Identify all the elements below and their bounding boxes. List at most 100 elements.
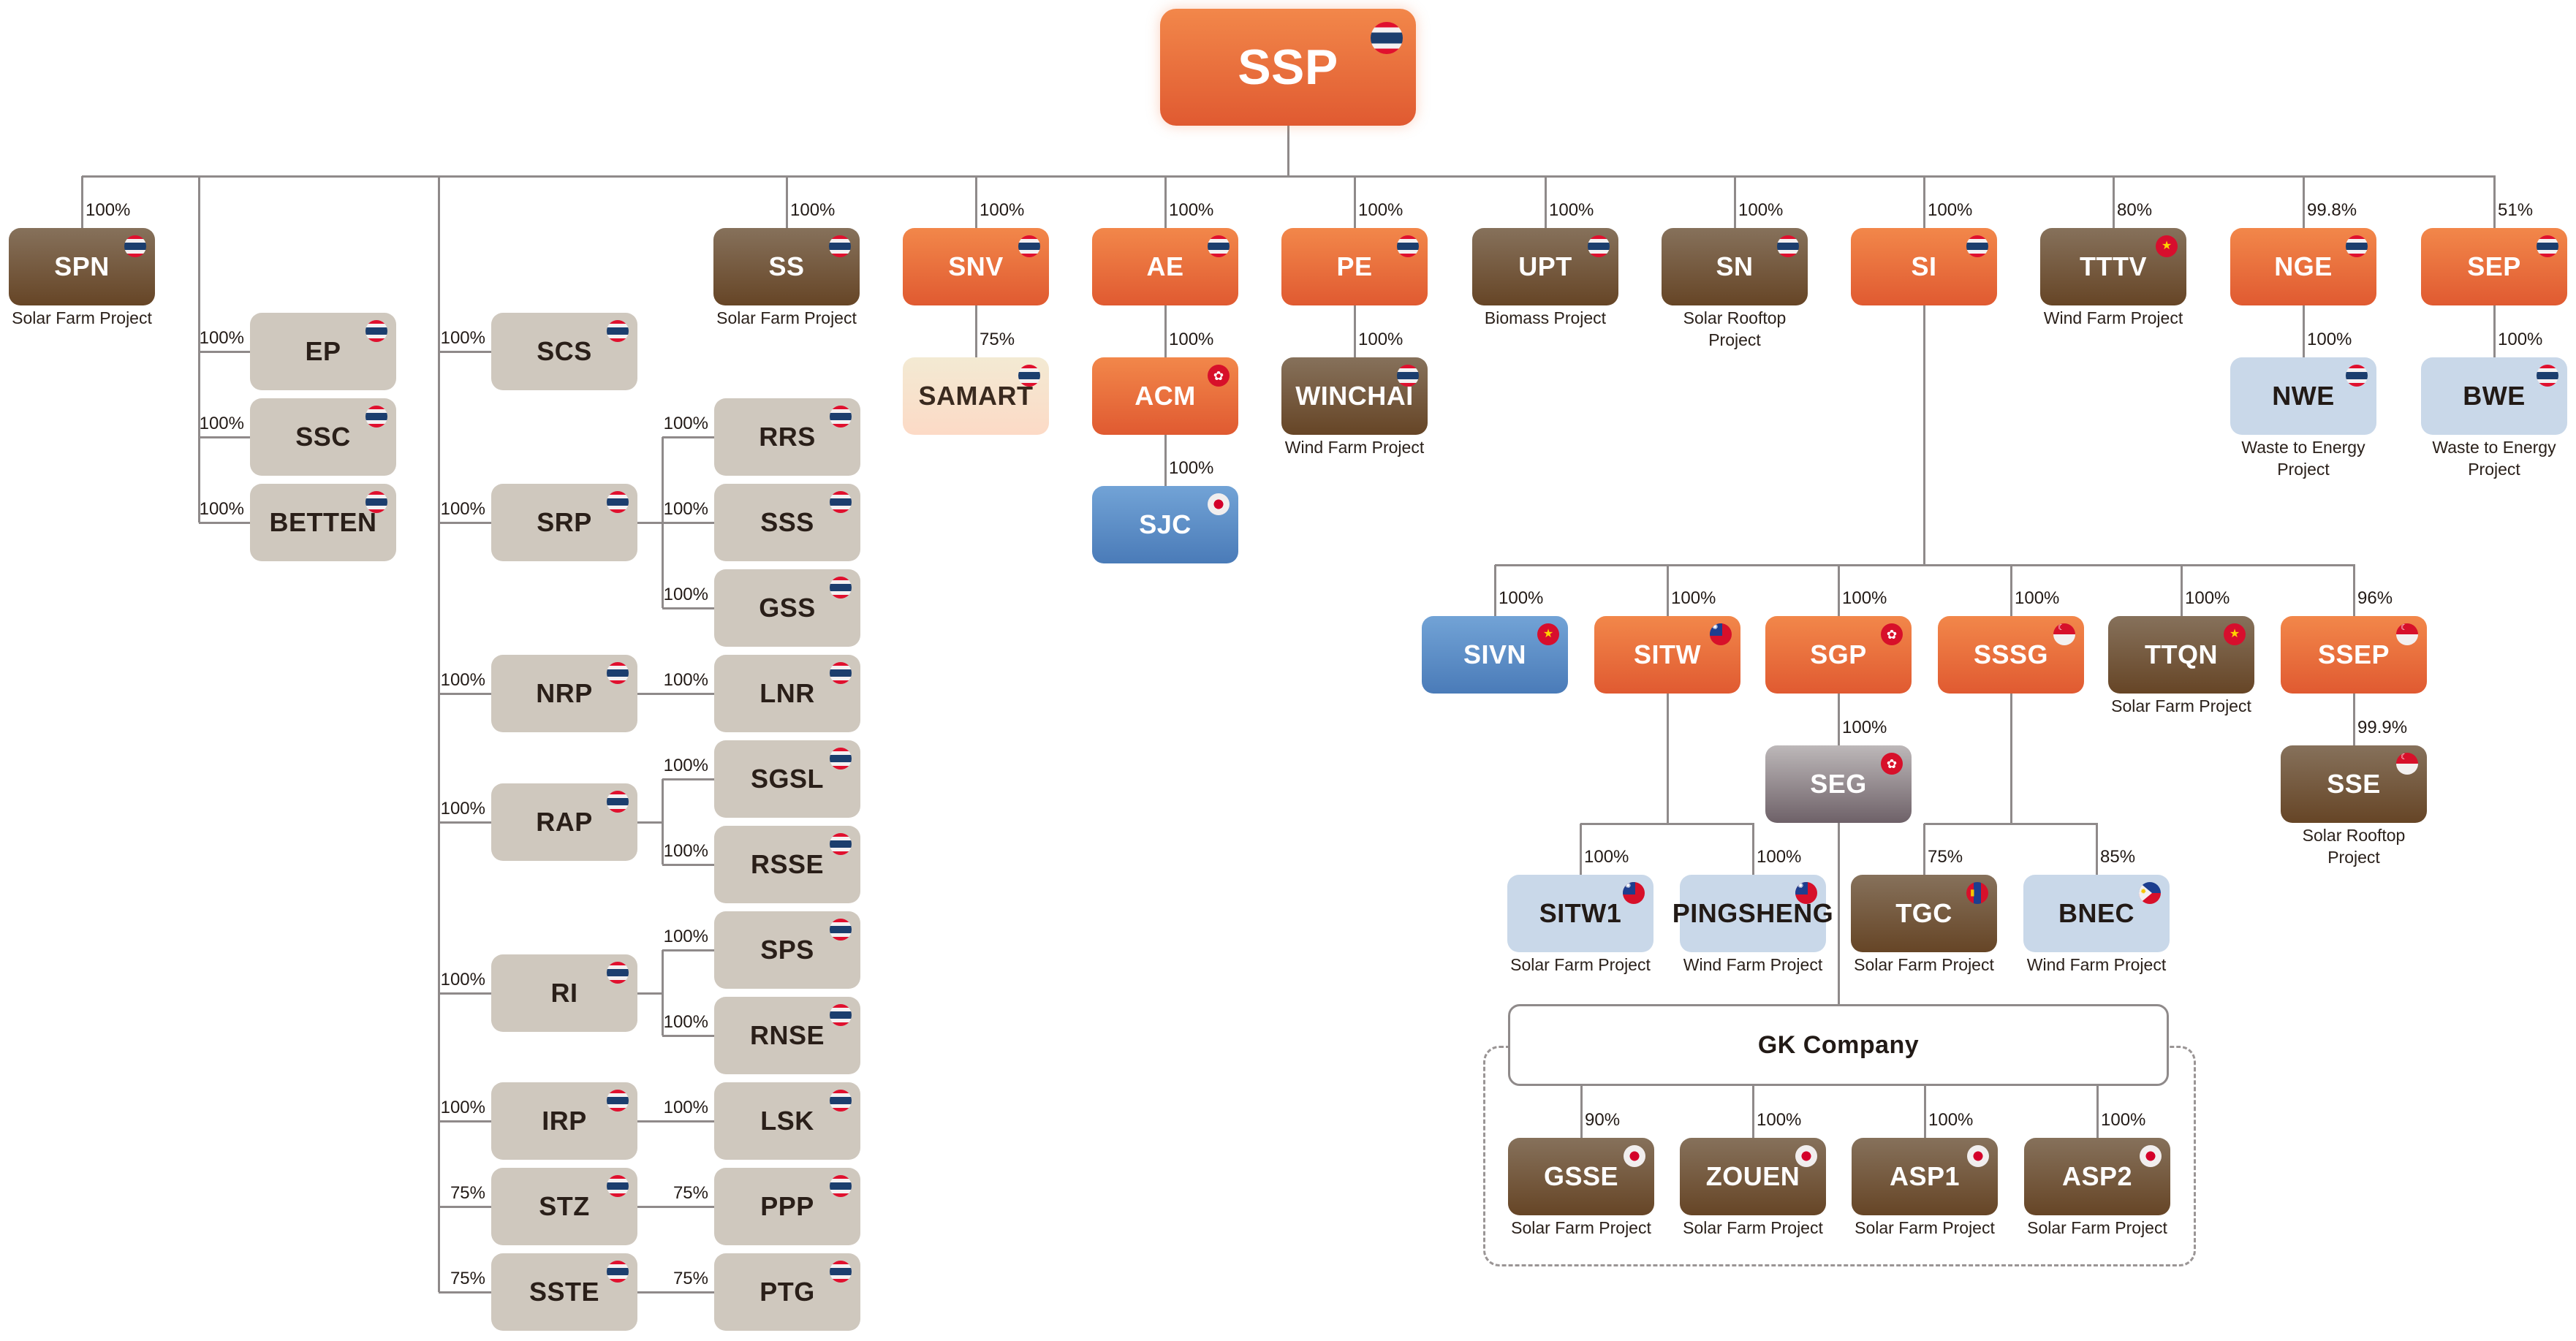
ownership-percentage: 75%	[980, 330, 1015, 349]
company-node-rsse[interactable]: RSSE	[714, 826, 860, 903]
company-node-pingsheng[interactable]: PINGSHENG	[1672, 875, 1833, 952]
ownership-percentage: 100%	[663, 670, 708, 690]
company-node-gss[interactable]: GSS	[714, 569, 860, 647]
company-name: SSEP	[2317, 639, 2390, 669]
company-node-ae[interactable]: AE	[1092, 228, 1238, 305]
company-node-rrs[interactable]: RRS	[714, 398, 860, 476]
company-node-nwe[interactable]: NWE	[2230, 357, 2376, 435]
company-node-rnse[interactable]: RNSE	[714, 997, 860, 1074]
company-node-sgsl[interactable]: SGSL	[714, 740, 860, 818]
flag-th-icon	[830, 833, 852, 855]
company-node-gsse[interactable]: GSSE	[1508, 1138, 1654, 1215]
company-node-sgp[interactable]: SGP✿	[1765, 616, 1912, 694]
company-node-sn[interactable]: SN	[1662, 228, 1808, 305]
project-type-label: Solar Rooftop Project	[2302, 826, 2406, 867]
company-name: SJC	[1139, 509, 1192, 539]
company-node-lnr[interactable]: LNR	[714, 655, 860, 732]
company-node-scs[interactable]: SCS	[491, 313, 637, 390]
company-node-acm[interactable]: ACM✿	[1092, 357, 1238, 435]
company-name: RRS	[759, 422, 816, 452]
company-node-samart[interactable]: SAMART	[903, 357, 1049, 435]
company-node-sep[interactable]: SEP	[2421, 228, 2567, 305]
connector-line	[1545, 176, 1547, 228]
company-node-sssg[interactable]: SSSG	[1938, 616, 2084, 694]
flag-th-icon	[607, 491, 629, 513]
company-node-ep[interactable]: EP	[250, 313, 396, 390]
ownership-percentage: 100%	[663, 585, 708, 604]
flag-hk-icon: ✿	[1881, 753, 1903, 775]
company-node-sse[interactable]: SSE	[2281, 745, 2427, 823]
company-node-nge[interactable]: NGE	[2230, 228, 2376, 305]
ownership-percentage: 100%	[2498, 330, 2543, 349]
company-name: BNEC	[2058, 898, 2134, 928]
ownership-percentage: 100%	[1358, 200, 1403, 220]
company-name: NRP	[536, 678, 593, 708]
company-name: SSTE	[529, 1277, 600, 1307]
company-node-sjc[interactable]: SJC	[1092, 486, 1238, 563]
flag-th-icon	[830, 1261, 852, 1283]
company-node-sss[interactable]: SSS	[714, 484, 860, 561]
company-node-sivn[interactable]: SIVN★	[1422, 616, 1568, 694]
flag-th-icon	[607, 1175, 629, 1197]
company-name: SRP	[537, 507, 592, 537]
company-node-stz[interactable]: STZ	[491, 1168, 637, 1245]
company-node-seg[interactable]: SEG✿	[1765, 745, 1912, 823]
company-node-ri[interactable]: RI	[491, 954, 637, 1032]
project-type-label: Solar Farm Project	[1511, 1218, 1651, 1237]
company-node-ssp[interactable]: SSP	[1160, 9, 1416, 126]
company-node-ssep[interactable]: SSEP	[2281, 616, 2427, 694]
company-node-gk[interactable]: GK Company	[1508, 1004, 2169, 1086]
connector-line	[662, 864, 716, 866]
company-name: SGP	[1810, 639, 1867, 669]
company-node-sitw[interactable]: SITW	[1594, 616, 1740, 694]
ownership-percentage: 51%	[2498, 200, 2534, 220]
ownership-percentage: 75%	[1928, 847, 1963, 867]
connector-line	[439, 1120, 493, 1122]
flag-hk-icon: ✿	[1208, 365, 1230, 387]
company-node-bwe[interactable]: BWE	[2421, 357, 2567, 435]
company-name: RI	[550, 977, 578, 1008]
connector-line	[637, 1291, 716, 1293]
company-node-asp1[interactable]: ASP1	[1852, 1138, 1998, 1215]
company-node-winchai[interactable]: WINCHAI	[1281, 357, 1428, 435]
company-node-tttv[interactable]: TTTV★	[2040, 228, 2186, 305]
company-node-spn[interactable]: SPN	[9, 228, 155, 305]
company-node-ss[interactable]: SS	[713, 228, 860, 305]
ownership-percentage: 100%	[1842, 588, 1887, 608]
flag-th-icon	[607, 1090, 629, 1112]
ownership-percentage: 100%	[440, 1098, 485, 1117]
ownership-percentage: 100%	[1358, 330, 1403, 349]
company-node-pe[interactable]: PE	[1281, 228, 1428, 305]
company-node-nrp[interactable]: NRP	[491, 655, 637, 732]
company-node-sps[interactable]: SPS	[714, 911, 860, 989]
company-node-ttqn[interactable]: TTQN★	[2108, 616, 2254, 694]
company-node-ptg[interactable]: PTG	[714, 1253, 860, 1331]
flag-th-icon	[607, 662, 629, 684]
ownership-percentage: 75%	[673, 1183, 708, 1203]
company-node-srp[interactable]: SRP	[491, 484, 637, 561]
company-node-sitw1[interactable]: SITW1	[1507, 875, 1653, 952]
connector-line	[1752, 824, 1754, 875]
company-node-betten[interactable]: BETTEN	[250, 484, 396, 561]
company-node-bnec[interactable]: BNEC	[2023, 875, 2170, 952]
company-node-zouen[interactable]: ZOUEN	[1680, 1138, 1826, 1215]
connector-line	[2303, 305, 2305, 357]
ownership-percentage: 100%	[2015, 588, 2060, 608]
company-node-asp2[interactable]: ASP2	[2024, 1138, 2170, 1215]
connector-line	[439, 992, 493, 995]
connector-line	[2096, 1086, 2099, 1138]
company-node-irp[interactable]: IRP	[491, 1082, 637, 1160]
company-node-ppp[interactable]: PPP	[714, 1168, 860, 1245]
company-name: UPT	[1518, 251, 1572, 281]
company-node-ssc[interactable]: SSC	[250, 398, 396, 476]
company-name: SS	[768, 251, 805, 281]
company-node-tgc[interactable]: TGC	[1851, 875, 1997, 952]
connector-line	[975, 305, 977, 357]
company-node-sste[interactable]: SSTE	[491, 1253, 637, 1331]
company-node-upt[interactable]: UPT	[1472, 228, 1618, 305]
company-node-si[interactable]: SI	[1851, 228, 1997, 305]
company-node-rap[interactable]: RAP	[491, 783, 637, 861]
ownership-percentage: 100%	[440, 969, 485, 989]
company-node-snv[interactable]: SNV	[903, 228, 1049, 305]
company-node-lsk[interactable]: LSK	[714, 1082, 860, 1160]
